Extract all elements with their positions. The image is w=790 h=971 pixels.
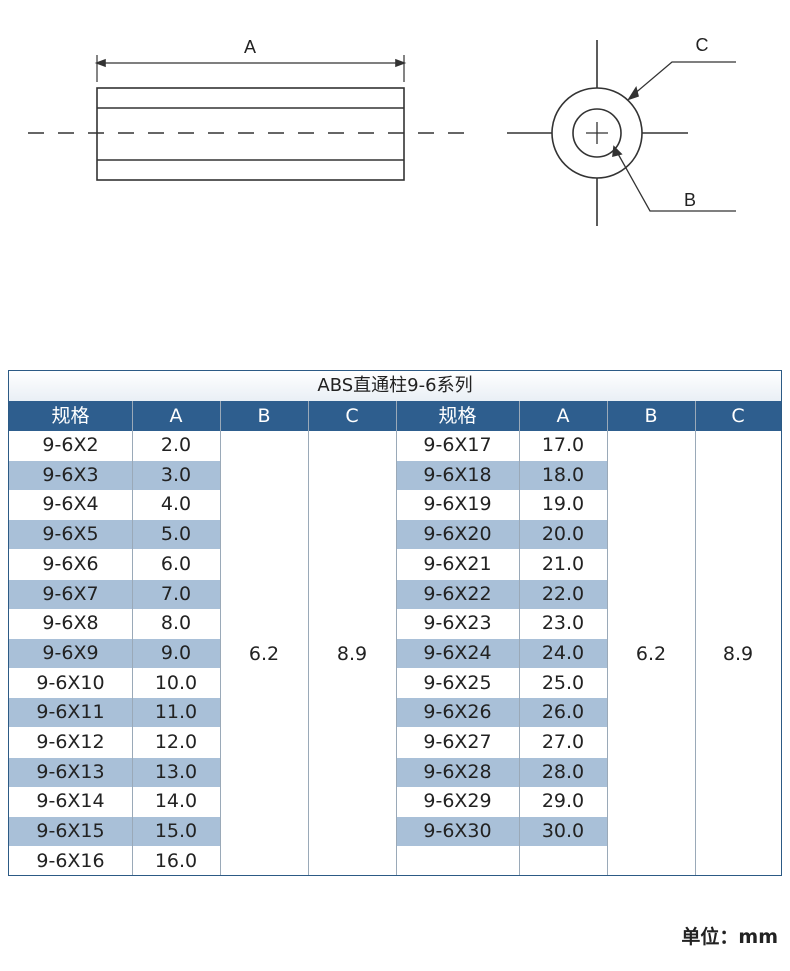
spec-cell: 9-6X19 <box>423 493 492 516</box>
spec-cell: 9-6X30 <box>396 817 519 847</box>
spec-cell: 9-6X17 <box>423 434 492 456</box>
spec-cell: 9-6X10 <box>36 671 105 694</box>
spec-table: ABS直通柱9-6系列 规格 A B C 规格 A B C 9-6X2 2.0 9-… <box>8 370 782 876</box>
unit-label: 单位：mm <box>681 926 778 948</box>
spec-cell: 9-6X15 <box>9 817 132 847</box>
length-a-cell: 8.0 <box>160 612 192 635</box>
length-a-cell: 24.0 <box>519 638 607 668</box>
column-divider <box>519 401 520 875</box>
table-title: ABS直通柱9-6系列 <box>9 371 781 401</box>
length-a-cell: 18.0 <box>519 460 607 490</box>
length-a-cell: 4.0 <box>160 493 192 516</box>
length-a-cell: 21.0 <box>541 552 585 575</box>
length-a-cell: 26.0 <box>519 698 607 728</box>
spec-cell: 9-6X8 <box>42 612 99 635</box>
length-a-cell: 6.0 <box>160 552 192 575</box>
side-view <box>28 55 478 181</box>
length-a-cell: 27.0 <box>541 731 585 753</box>
leader-c <box>632 61 736 96</box>
length-a-cell: 30.0 <box>519 817 607 847</box>
merged-c-left: 8.9 <box>336 643 368 665</box>
spec-cell: 9-6X3 <box>9 460 132 490</box>
spec-cell: 9-6X6 <box>42 552 99 575</box>
merged-c-right: 8.9 <box>722 643 754 665</box>
table-header: 规格 A B C 规格 A B C <box>9 401 781 431</box>
length-a-cell: 29.0 <box>541 790 585 813</box>
length-a-cell: 16.0 <box>154 849 198 872</box>
spec-cell: 9-6X20 <box>396 520 519 550</box>
length-a-cell: 23.0 <box>541 612 585 635</box>
length-a-cell: 11.0 <box>132 698 220 728</box>
arrow-left <box>94 58 106 68</box>
column-divider <box>396 401 397 875</box>
length-a-cell: 12.0 <box>154 731 198 753</box>
header-a-left: A <box>169 405 183 427</box>
length-a-cell: 5.0 <box>132 520 220 550</box>
arrow-c <box>627 85 639 101</box>
spec-cell: 9-6X9 <box>9 638 132 668</box>
leader-b <box>616 151 736 212</box>
spec-cell: 9-6X7 <box>9 579 132 609</box>
length-a-cell: 25.0 <box>541 671 585 694</box>
label-a: A <box>244 37 256 57</box>
spec-cell: 9-6X26 <box>396 698 519 728</box>
spec-cell: 9-6X4 <box>42 493 99 516</box>
inner-circle <box>572 108 622 158</box>
spec-cell: 9-6X29 <box>423 790 492 813</box>
spec-cell: 9-6X22 <box>396 579 519 609</box>
column-divider <box>220 401 221 875</box>
header-b-left: B <box>257 405 271 427</box>
length-a-cell: 19.0 <box>541 493 585 516</box>
header-c-right: C <box>731 405 745 427</box>
header-b-right: B <box>644 405 658 427</box>
technical-drawing: A C B <box>28 35 736 226</box>
spec-cell: 9-6X13 <box>9 757 132 787</box>
length-a-cell: 13.0 <box>132 757 220 787</box>
spec-cell: 9-6X21 <box>423 552 492 575</box>
length-a-cell: 2.0 <box>160 434 192 456</box>
spec-cell: 9-6X16 <box>36 849 105 872</box>
standoff-body <box>96 87 405 181</box>
spec-cell: 9-6X11 <box>9 698 132 728</box>
header-spec-right: 规格 <box>438 405 477 427</box>
length-a-cell: 10.0 <box>154 671 198 694</box>
spec-cell: 9-6X24 <box>396 638 519 668</box>
length-a-cell: 9.0 <box>132 638 220 668</box>
length-a-cell: 3.0 <box>132 460 220 490</box>
spec-cell: 9-6X5 <box>9 520 132 550</box>
length-a-cell: 15.0 <box>132 817 220 847</box>
end-view <box>507 40 736 226</box>
header-spec-left: 规格 <box>51 405 90 427</box>
spec-cell: 9-6X27 <box>423 731 492 753</box>
arrow-b <box>612 145 623 158</box>
column-divider <box>695 401 696 875</box>
spec-cell: 9-6X23 <box>423 612 492 635</box>
merged-b-left: 6.2 <box>248 643 280 665</box>
length-a-cell: 22.0 <box>519 579 607 609</box>
column-divider <box>607 401 608 875</box>
label-c: C <box>696 35 709 55</box>
column-divider <box>132 401 133 875</box>
spec-cell: 9-6X28 <box>396 757 519 787</box>
length-a-cell: 7.0 <box>132 579 220 609</box>
header-a-right: A <box>556 405 570 427</box>
merged-b-right: 6.2 <box>635 643 667 665</box>
label-b: B <box>684 190 696 210</box>
length-a-cell: 28.0 <box>519 757 607 787</box>
header-c-left: C <box>345 405 359 427</box>
column-divider <box>308 401 309 875</box>
spec-cell: 9-6X14 <box>36 790 105 813</box>
spec-cell: 9-6X18 <box>396 460 519 490</box>
length-a-cell: 14.0 <box>154 790 198 813</box>
spec-cell: 9-6X2 <box>42 434 99 456</box>
spec-cell: 9-6X25 <box>423 671 492 694</box>
arrow-right <box>395 58 407 68</box>
spec-cell: 9-6X12 <box>36 731 105 753</box>
length-a-cell: 20.0 <box>519 520 607 550</box>
length-a-cell: 17.0 <box>541 434 585 456</box>
